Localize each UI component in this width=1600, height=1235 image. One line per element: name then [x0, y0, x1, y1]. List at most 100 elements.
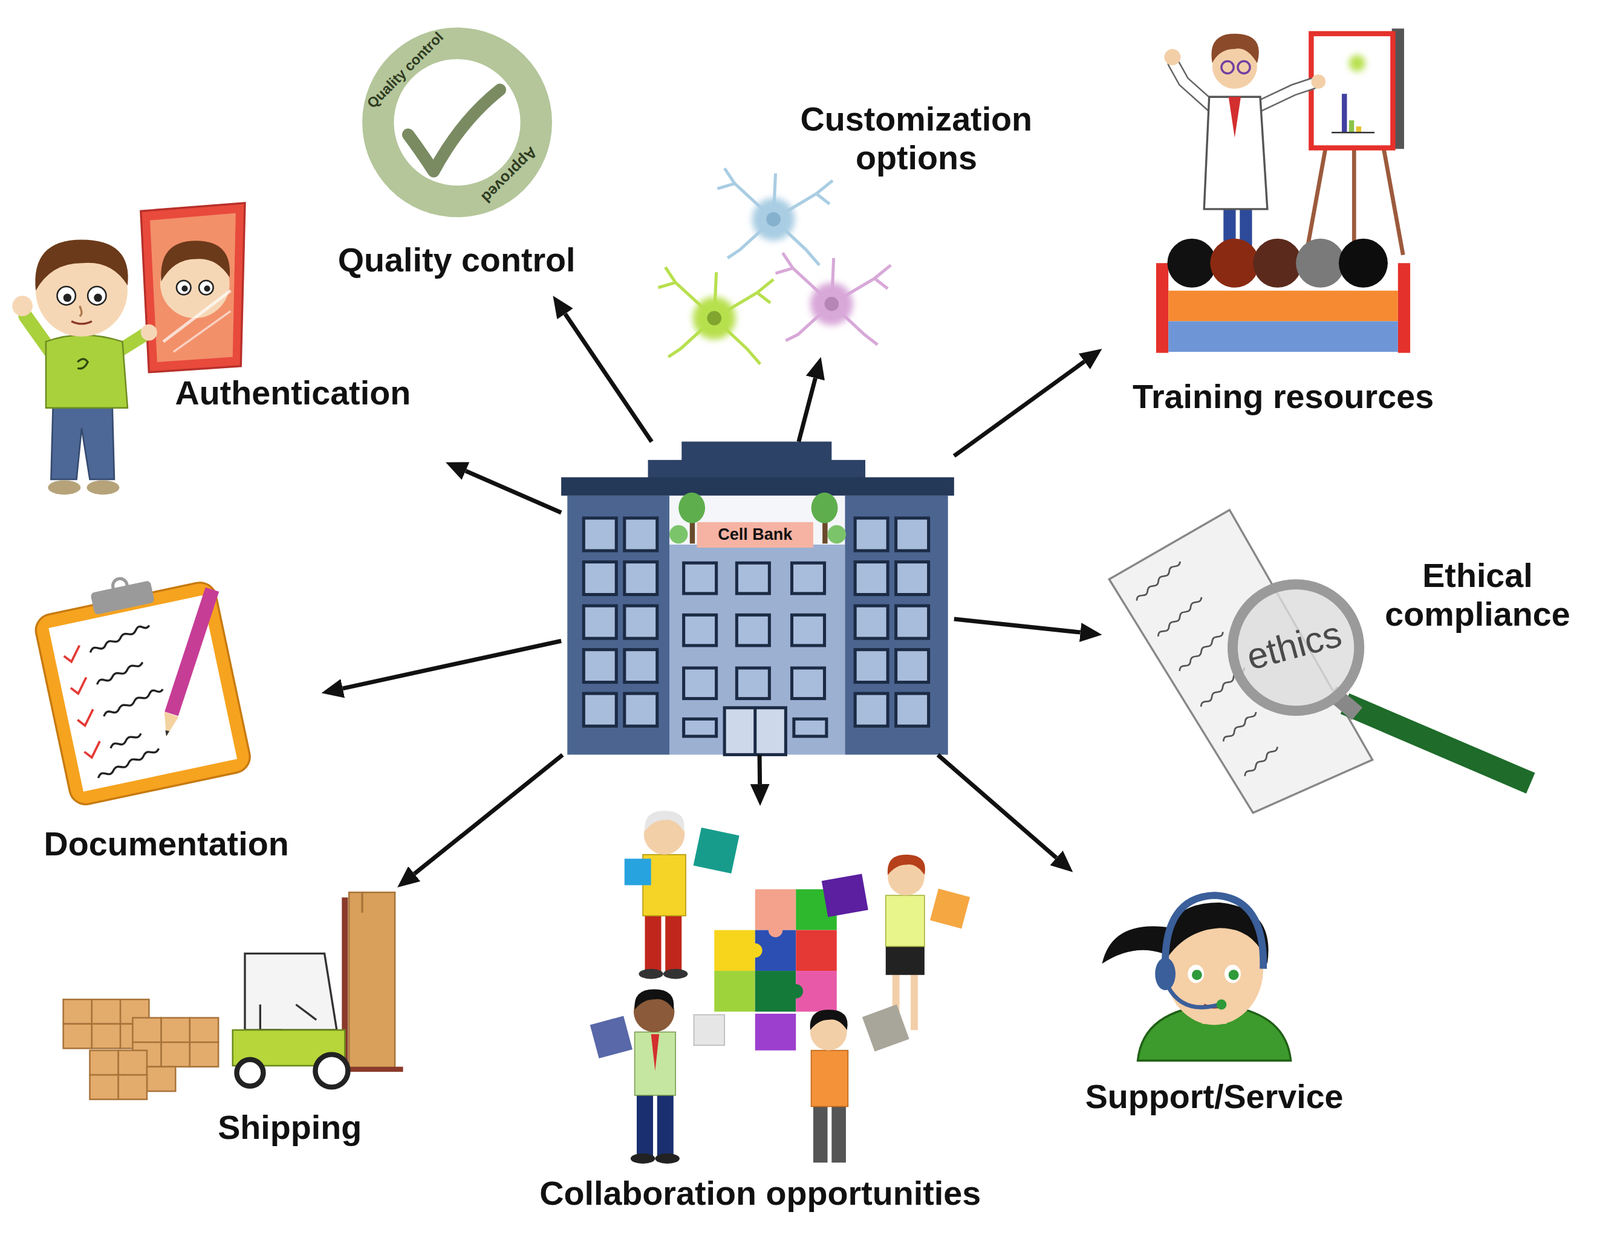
ethics-document-part-part [1130, 561, 1187, 602]
boy-figure-part [12, 295, 33, 317]
support-node: Support/Service [1061, 872, 1373, 1123]
cell-bank-building-part-part [792, 562, 825, 594]
shipping-scene-part [295, 1004, 317, 1021]
collaboration-scene-part [887, 855, 926, 876]
support-agent-part [1191, 969, 1203, 981]
ethics-document-part-part [1219, 712, 1261, 742]
boy-figure-part [173, 311, 231, 352]
clipboard-part-part-part [100, 688, 167, 717]
trainer-figure-part [1168, 290, 1399, 322]
cell-bank-building-part-part [896, 605, 929, 639]
trainer-figure-part [1252, 238, 1302, 288]
boy-figure-part [57, 286, 76, 305]
collaboration-scene-part [651, 1034, 660, 1072]
customization-node: Customization options [653, 99, 1057, 357]
support-agent-part [1187, 965, 1204, 984]
shipping-scene-part [244, 953, 337, 1031]
shipping-scene-part-part [91, 1024, 121, 1049]
trainer-figure-part [1306, 142, 1327, 256]
boy-figure-part [204, 285, 211, 292]
shipping-scene-part-part [118, 1050, 147, 1076]
support-agent [1102, 895, 1292, 1061]
shipping-scene-part-part [118, 1075, 147, 1100]
building-sign-text: Cell Bank [697, 525, 814, 545]
trainer-figure-part [1211, 33, 1259, 64]
trainer-figure-part [1331, 131, 1375, 134]
support-agent-part [1228, 969, 1240, 981]
boy-figure-part [160, 240, 230, 282]
cell-bank-building-part-part [736, 562, 770, 594]
trainer-figure-part [1349, 55, 1366, 72]
cell-bank-building-part-part [624, 693, 658, 727]
cell-bank-building-part-part [583, 562, 617, 596]
cell-illustration-part-part [752, 197, 796, 241]
arrow-connector [798, 377, 816, 442]
training-node: Training resources [1102, 4, 1470, 427]
cell-bank-building-part-part [683, 668, 717, 700]
cell-illustration-part-part [717, 168, 833, 265]
cell-bank-building-part-part [855, 518, 888, 551]
arrow-connector [954, 361, 1085, 456]
boy-figure-part [50, 402, 115, 480]
cell-bank-building-part [678, 492, 706, 524]
shipping-scene-part-part [91, 999, 121, 1024]
shipping-scene [63, 892, 404, 1100]
collaboration-scene-part [811, 1050, 849, 1108]
cell-illustration-part-part [775, 252, 892, 345]
cell-bank-building-part [583, 518, 929, 737]
clipboard-part [164, 712, 179, 737]
shipping-scene-part [360, 892, 363, 914]
trainer-figure-part [1168, 321, 1399, 352]
boy-figure-part [79, 305, 82, 317]
collaboration-scene-part [885, 895, 925, 947]
clipboard-part-part-part [76, 709, 97, 727]
collaboration-scene-part [657, 1095, 674, 1157]
collaboration-scene-part [831, 1106, 846, 1163]
collaboration-scene-part [644, 810, 684, 832]
shipping-scene-part-part [146, 1067, 176, 1092]
trainer-figure-part [1209, 238, 1259, 288]
collaboration-scene-part [885, 946, 925, 976]
cell-bank-building-part [724, 708, 786, 756]
ethics-document-part-part [1151, 597, 1208, 637]
boy-figure-part [149, 213, 236, 363]
collaboration-scene-part [795, 930, 837, 972]
boy-figure-part [47, 480, 81, 496]
trainer-figure-part [1173, 63, 1213, 108]
collaboration-scene-part [755, 1014, 797, 1051]
cell-bank-building-part-part [583, 518, 617, 551]
boy-figure-part [63, 293, 72, 302]
collaboration-scene-part [693, 827, 740, 874]
cell-bank-building-part-part [855, 693, 888, 727]
trainer-figure-part [1221, 61, 1234, 74]
shipping-scene-part [63, 999, 219, 1100]
cell-bank-building-part-part [683, 562, 717, 594]
cell-bank-building-part-part [792, 668, 825, 700]
trainer-figure-part [1341, 93, 1347, 133]
shipping-scene-part-part [90, 1075, 119, 1100]
support-agent-part [1154, 957, 1176, 991]
approval-stamp-part [408, 89, 501, 172]
cell-bank-building-part-part [896, 693, 929, 727]
trainer-figure-part [1156, 263, 1169, 353]
boy-figure-part [198, 280, 214, 296]
ethics-document-part [1232, 584, 1360, 712]
cell-bank-building-part-part [855, 605, 888, 639]
cell-bank-building-part-part [624, 605, 658, 639]
arrow-connector [937, 755, 1057, 859]
approval-stamp-part [362, 27, 553, 218]
cell-bank-building-part-part [855, 650, 888, 683]
trainer-figure-part [1349, 120, 1354, 133]
cell-illustration-part-part [810, 282, 854, 326]
cell-bank-building-part-part [896, 518, 929, 551]
cell-bank-building-part-part [583, 693, 617, 727]
trainer-figure-part [1237, 61, 1250, 74]
cell-bank-building-part [811, 492, 839, 524]
support-agent-part [1216, 999, 1227, 1010]
cell-illustration-part [775, 252, 892, 345]
approval-stamp [362, 27, 553, 218]
clipboard-part-part [111, 577, 129, 595]
collaboration-scene-part [714, 971, 756, 1012]
